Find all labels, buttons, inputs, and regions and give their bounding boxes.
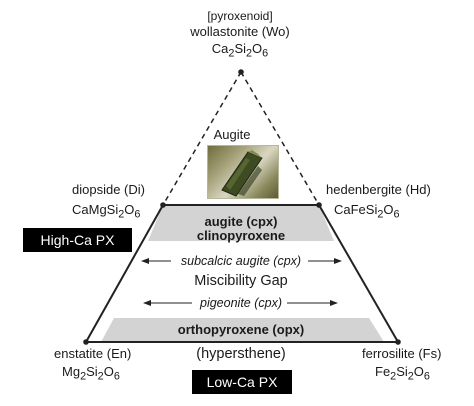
vertex-hedenbergite (316, 202, 322, 208)
augite-crystal-icon (221, 150, 263, 197)
orthopyroxene-label: orthopyroxene (opx) (177, 322, 305, 337)
augite-cpx-label: augite (cpx) (204, 214, 278, 229)
vertex-diopside (160, 202, 166, 208)
subcalcic-arrowhead-right (334, 258, 342, 264)
pigeonite-label: pigeonite (cpx) (200, 296, 282, 310)
ferrosilite-label: ferrosilite (Fs) (362, 346, 442, 361)
low-ca-px-box: Low-Ca PX (192, 370, 292, 394)
vertex-ferrosilite (395, 339, 401, 345)
subcalcic-arrowhead-left (141, 258, 149, 264)
augite-band (148, 205, 334, 241)
hedenbergite-label: hedenbergite (Hd) (326, 182, 431, 197)
wollastonite-formula: Ca2Si2O6 (211, 41, 269, 60)
right-dashed-edge (240, 71, 320, 206)
pigeonite-arrowhead-left (143, 300, 151, 306)
pigeonite-arrowhead-right (330, 300, 338, 306)
miscibility-gap-label: Miscibility Gap (194, 273, 288, 289)
quad-right-edge (318, 204, 399, 343)
wollastonite-label: wollastonite (Wo) (190, 24, 290, 39)
augite-crystal-photo (207, 145, 279, 199)
hypersthene-label: (hypersthene) (196, 346, 286, 362)
left-dashed-edge (162, 71, 242, 206)
diopside-label: diopside (Di) (72, 182, 145, 197)
subcalcic-augite-label: subcalcic augite (cpx) (180, 254, 302, 268)
high-ca-px-box: High-Ca PX (23, 228, 132, 252)
clinopyroxene-label: clinopyroxene (196, 228, 286, 243)
pyroxenoid-note: [pyroxenoid] (207, 9, 273, 23)
enstatite-label: enstatite (En) (54, 346, 132, 361)
ferrosilite-formula: Fe2Si2O6 (375, 364, 430, 383)
enstatite-formula: Mg2Si2O6 (62, 364, 120, 383)
orthopyroxene-band (101, 318, 384, 342)
vertex-wollastonite (238, 69, 244, 75)
quad-left-edge (85, 204, 164, 343)
diopside-formula: CaMgSi2O6 (72, 202, 141, 221)
augite-photo-caption: Augite (213, 127, 251, 142)
hedenbergite-formula: CaFeSi2O6 (334, 202, 400, 221)
vertex-enstatite (83, 339, 89, 345)
